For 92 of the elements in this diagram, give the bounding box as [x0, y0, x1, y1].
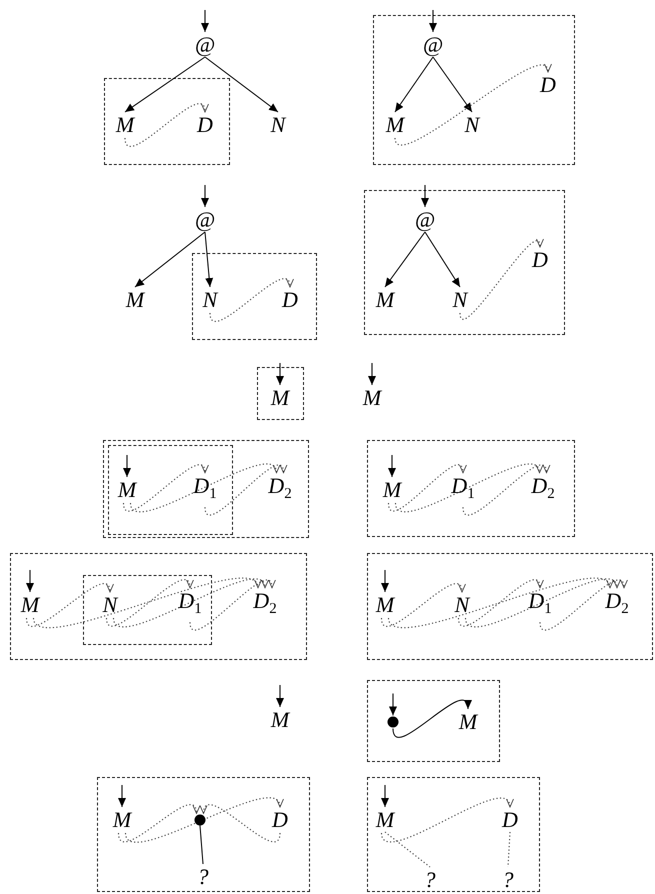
entry-arrow: [276, 362, 284, 386]
dotted-arrow: [113, 578, 266, 628]
entry-arrow: [201, 184, 209, 208]
dotted-arrow: [388, 578, 610, 628]
entry-arrow: [123, 454, 131, 478]
entry-arrow: [388, 454, 396, 478]
entry-arrow: [381, 570, 389, 592]
dashed-frame: [192, 253, 317, 340]
dotted-arrow: [458, 578, 542, 626]
entry-arrow: [389, 693, 397, 716]
entry-arrow: [421, 184, 429, 208]
dotted-arrow: [122, 464, 207, 512]
term-label: M: [458, 710, 478, 734]
term-label: @: [194, 33, 216, 57]
term-label: @: [194, 208, 216, 232]
term-label: D$_{2}$: [531, 474, 555, 506]
dotted-arrow: [124, 103, 207, 147]
dotted-arrow: [465, 578, 618, 628]
dashed-frame: [367, 440, 575, 537]
entry-arrow: [381, 784, 389, 808]
dotted-arrow: [388, 464, 466, 512]
term-label: M: [116, 113, 134, 137]
entry-arrow: [118, 784, 126, 808]
dotted-arrow: [459, 238, 542, 320]
dotted-arrow: [130, 463, 278, 512]
term-label: M: [376, 593, 394, 617]
dotted-line: [507, 832, 511, 868]
dotted-arrow: [380, 798, 511, 842]
dotted-arrow: [209, 278, 292, 322]
arrow: [384, 232, 426, 288]
term-label: @: [414, 208, 436, 232]
dashed-frame: [367, 553, 653, 660]
term-label: ?: [424, 868, 436, 892]
dashed-frame: [367, 680, 500, 762]
term-label: M: [270, 386, 290, 410]
dotted-arrow: [539, 578, 626, 630]
dashed-frame: [257, 367, 304, 420]
dashed-frame: [108, 445, 233, 535]
term-label: D$_{2}$: [268, 474, 292, 506]
term-label: D$_{2}$: [253, 588, 277, 622]
term-label: M: [126, 288, 144, 312]
arrow: [124, 56, 206, 112]
term-label: N: [102, 593, 118, 617]
term-label: M: [20, 593, 40, 617]
arrow: [204, 232, 214, 288]
term-label: D$_{1}$: [528, 588, 552, 622]
entry-arrow: [276, 684, 284, 708]
term-label: D$_{1}$: [193, 474, 217, 506]
dot-node: [388, 716, 398, 728]
dashed-frame: [104, 78, 230, 165]
dashed-frame: [83, 575, 212, 645]
term-label: N: [454, 593, 470, 617]
dashed-frame: [364, 190, 565, 335]
dotted-arrow: [106, 578, 192, 627]
arrow: [204, 56, 278, 112]
term-label: M: [270, 708, 290, 732]
term-label: M: [376, 288, 394, 312]
dotted-arrow: [189, 578, 274, 630]
dashed-frame: [367, 777, 540, 892]
arrow: [134, 232, 206, 288]
term-label: D$_{1}$: [451, 474, 475, 506]
term-label: D: [282, 288, 298, 312]
dotted-arrow: [26, 583, 112, 627]
term-label: M: [376, 808, 394, 832]
term-label: M: [362, 386, 382, 410]
dashed-frame: [10, 553, 307, 660]
term-label: D: [197, 113, 213, 137]
dotted-arrow: [462, 464, 548, 516]
term-label: D: [502, 808, 518, 832]
entry-arrow: [429, 10, 437, 32]
term-label: @: [422, 33, 444, 57]
entry-arrow: [368, 362, 376, 386]
term-label: M: [118, 478, 136, 502]
term-label: N: [202, 288, 218, 312]
arrow: [424, 232, 460, 288]
term-label: ?: [502, 868, 514, 892]
dotted-arrow: [395, 463, 540, 512]
term-label: ?: [198, 865, 208, 889]
dashed-frame: [103, 440, 309, 538]
term-label: N: [452, 288, 468, 312]
term-label: N: [270, 113, 286, 137]
entry-arrow: [26, 570, 34, 592]
entry-arrow: [201, 10, 209, 32]
dotted-arrow: [33, 578, 258, 628]
term-label: M: [382, 478, 402, 502]
term-label: D$_{1}$: [178, 588, 202, 622]
dotted-arrow: [204, 464, 286, 516]
arrow: [392, 699, 470, 738]
term-label: D$_{2}$: [605, 588, 629, 622]
term-label: D: [532, 248, 548, 272]
dotted-line: [384, 832, 430, 868]
dotted-arrow: [380, 583, 464, 627]
